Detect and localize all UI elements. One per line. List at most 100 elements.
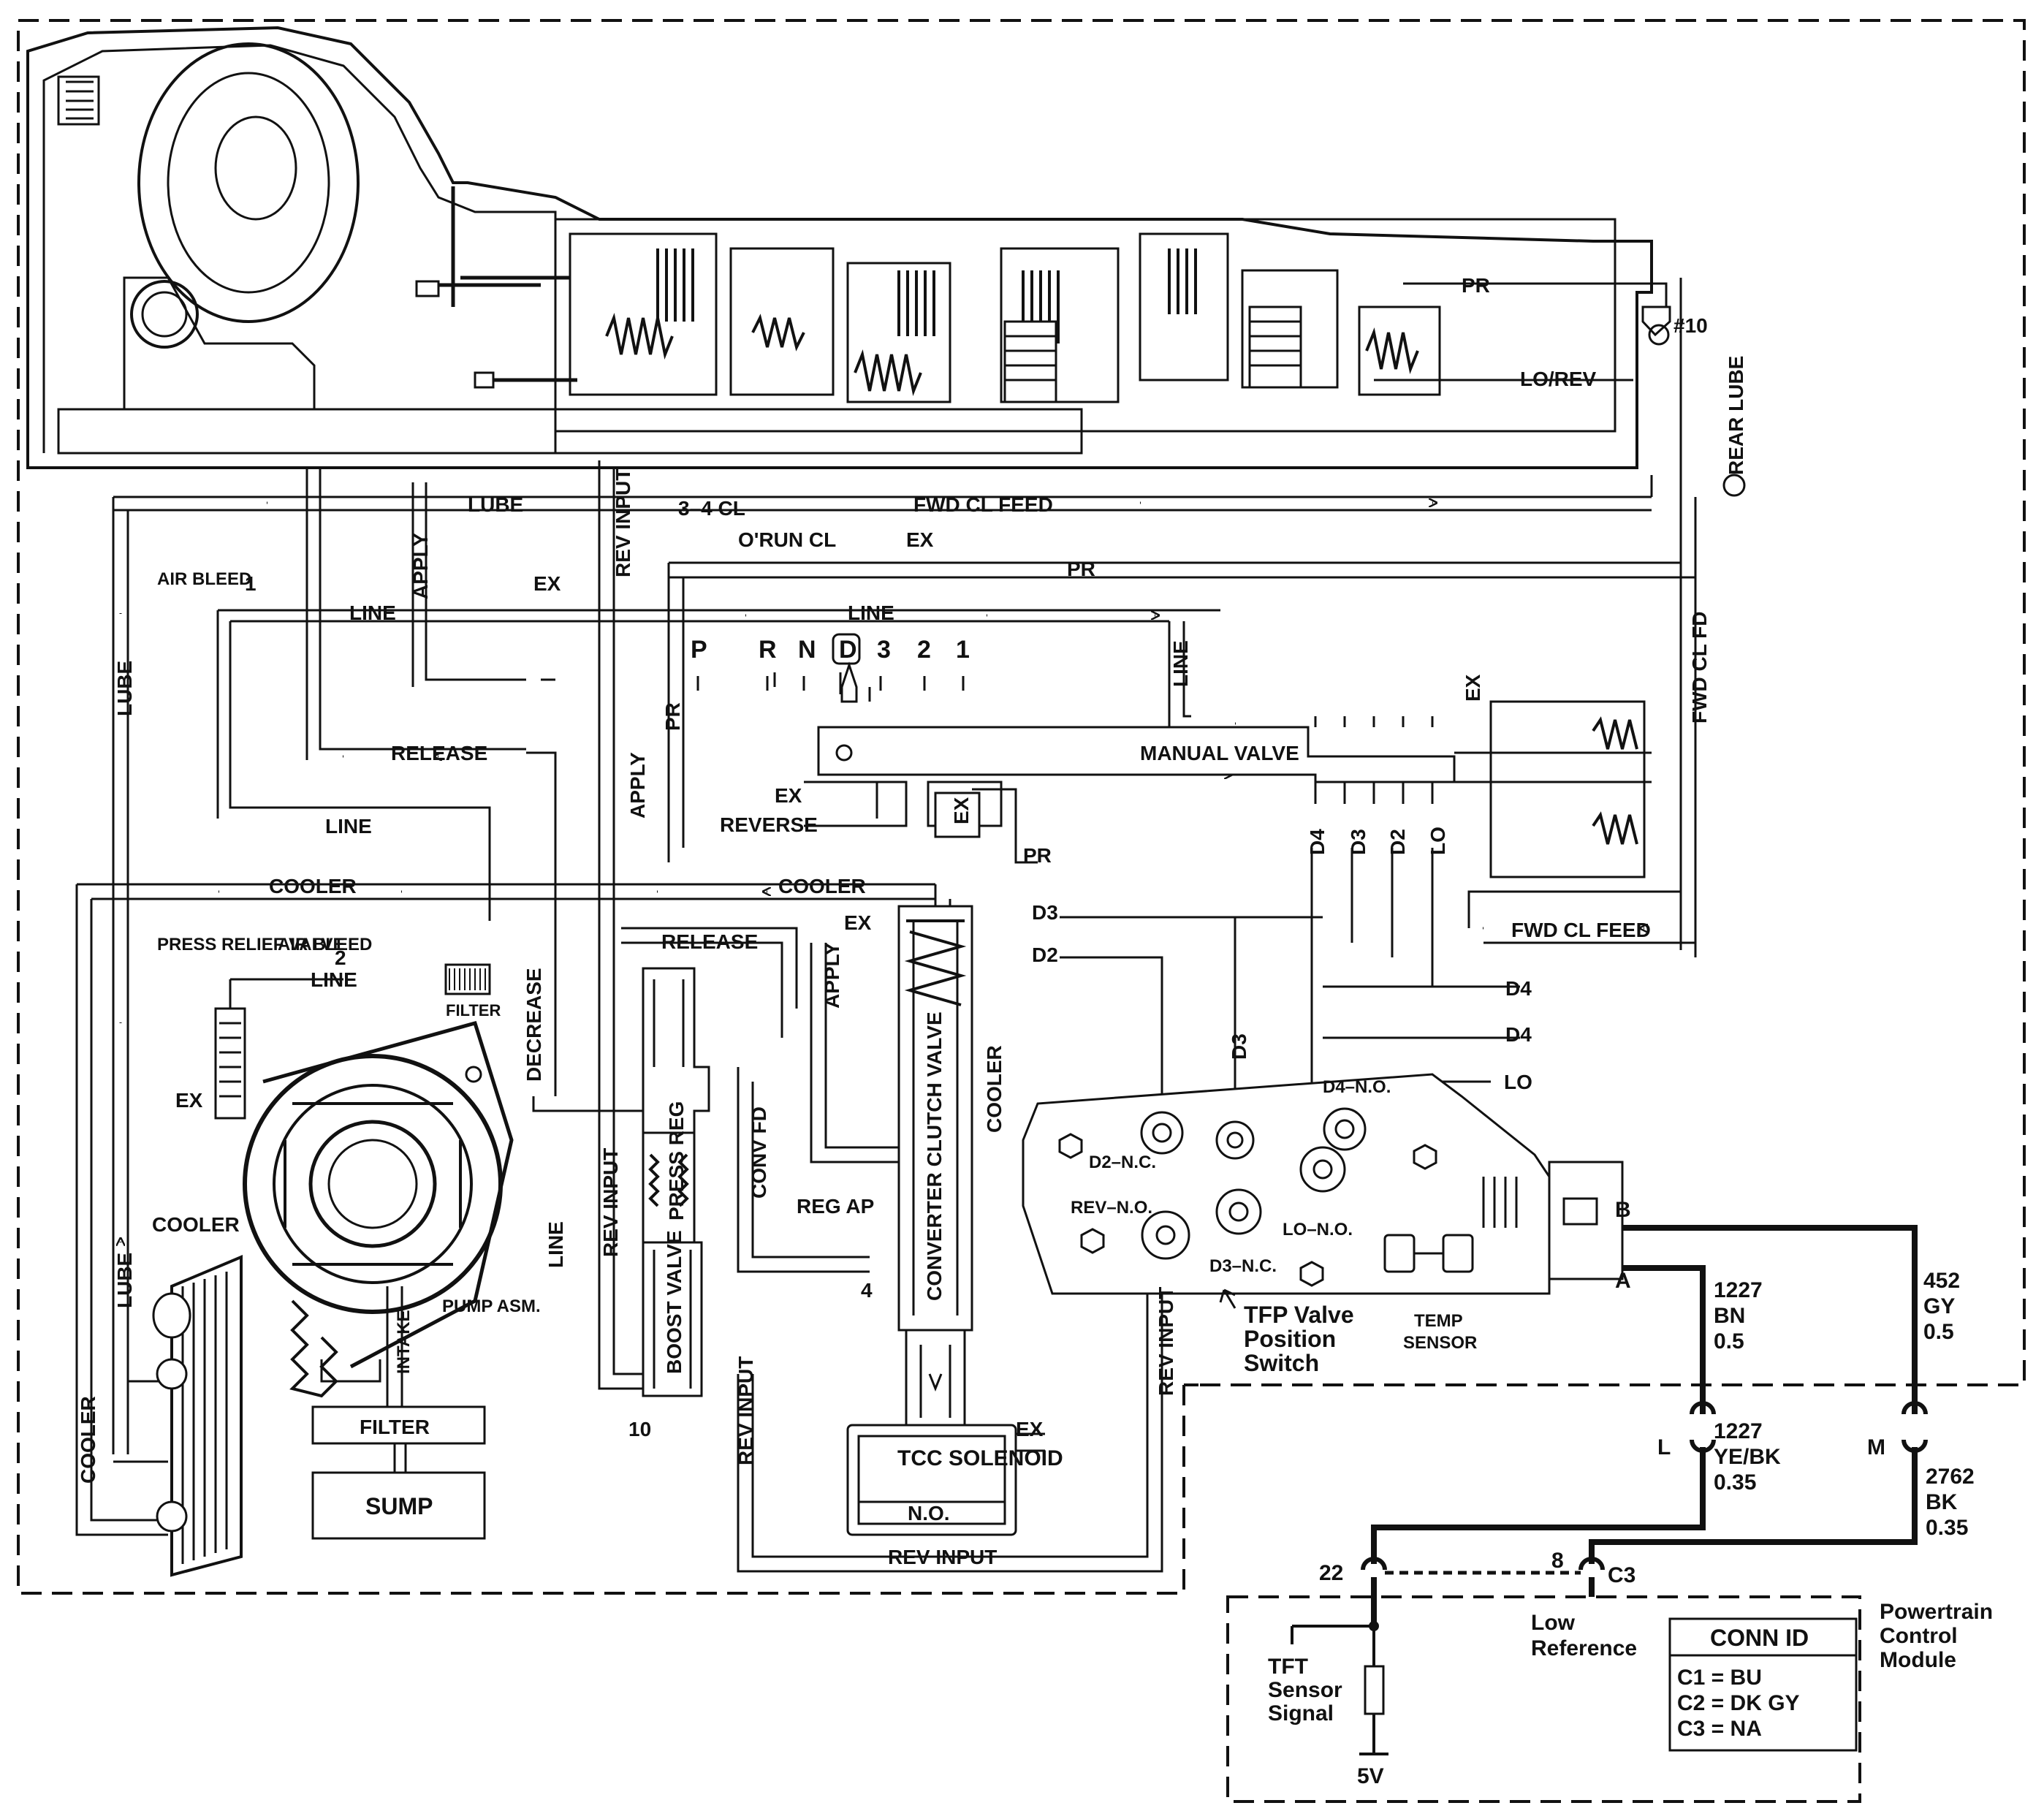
label-pr-bottom: PR bbox=[1023, 844, 1052, 867]
label-d3-switch: D3 bbox=[1228, 1033, 1250, 1060]
wire-2762-bk-1: 2762 bbox=[1926, 1465, 1975, 1489]
gear-r: R bbox=[759, 636, 777, 664]
hydraulic-labels: PR #10 LO/REV REAR LUBE LUBE 3–4 CL FWD … bbox=[77, 274, 1747, 1568]
label-lo-right: LO bbox=[1504, 1071, 1532, 1093]
pin-8-label: 8 bbox=[1551, 1549, 1564, 1573]
label-line-1: LINE bbox=[349, 601, 396, 624]
wiring-harness bbox=[1291, 1225, 1928, 1755]
label-pin-b: B bbox=[1615, 1198, 1631, 1222]
v5-label: 5V bbox=[1357, 1764, 1384, 1788]
switch-labels: D2–N.C. REV–N.O. D3–N.C. LO–N.O. D4–N.O.… bbox=[1071, 1077, 1631, 1376]
wire-1227-bn-2: BN bbox=[1714, 1304, 1745, 1328]
wire-2762-bk-3: 0.35 bbox=[1926, 1516, 1968, 1540]
label-tcc-solenoid: TCC SOLENOID bbox=[897, 1446, 1063, 1470]
planetary-gear-1 bbox=[1003, 320, 1057, 403]
label-ex-orun: EX bbox=[906, 528, 934, 551]
filter-label: FILTER bbox=[360, 1416, 430, 1438]
wire-452-gy-2: GY bbox=[1923, 1294, 1955, 1318]
label-pr-top: PR bbox=[1462, 274, 1490, 297]
label-rev-input-2: REV INPUT bbox=[599, 1148, 622, 1257]
conn-l-label: L bbox=[1657, 1435, 1671, 1459]
label-temp-2: SENSOR bbox=[1403, 1333, 1477, 1353]
conn-m-label: M bbox=[1867, 1435, 1885, 1459]
label-cooler-box: COOLER bbox=[152, 1213, 240, 1236]
label-release-2: RELEASE bbox=[661, 930, 758, 953]
wire-2762-bk-2: BK bbox=[1926, 1490, 1958, 1514]
label-lube-lower: LUBE bbox=[113, 1253, 136, 1308]
hydraulic-circuits bbox=[75, 278, 1697, 1573]
label-lo-no: LO–N.O. bbox=[1283, 1220, 1353, 1239]
label-d2-left: D2 bbox=[1032, 944, 1058, 966]
label-tfp-1: TFP Valve bbox=[1244, 1302, 1354, 1328]
tft-1: TFT bbox=[1268, 1655, 1308, 1679]
label-d4-vert: D4 bbox=[1306, 829, 1329, 855]
callout-10: 10 bbox=[628, 1418, 651, 1440]
label-fwd-cl-feed-2: FWD CL FEED bbox=[1511, 919, 1651, 941]
callout-2: 2 bbox=[335, 946, 346, 969]
label-rev-input-4: REV INPUT bbox=[1155, 1287, 1177, 1396]
transmission-boundary bbox=[17, 19, 2026, 1595]
rear-lube-check-ball bbox=[1722, 474, 1746, 497]
pcm-1: Powertrain bbox=[1880, 1600, 1993, 1624]
label-air-bleed-1: AIR BLEED bbox=[157, 569, 251, 589]
pcm-2: Control bbox=[1880, 1624, 1958, 1648]
c3-label: C3 bbox=[1608, 1563, 1635, 1587]
conn-id-row-2: C2 = DK GY bbox=[1677, 1691, 1800, 1715]
label-rear-lube: REAR LUBE bbox=[1725, 356, 1747, 475]
label-line-vert: LINE bbox=[1169, 640, 1192, 687]
wiring-labels: 1227 BN 0.5 452 GY 0.5 L M 1227 YE/BK 0.… bbox=[1268, 1269, 1993, 1788]
label-ex-cooler: EX bbox=[844, 911, 872, 934]
conn-id-header: CONN ID bbox=[1710, 1625, 1809, 1651]
line-filter bbox=[444, 963, 491, 995]
pcm-boundary bbox=[1226, 1595, 1861, 1803]
label-d4-2: D4 bbox=[1505, 1023, 1532, 1046]
label-apply-2: APPLY bbox=[821, 942, 843, 1009]
gear-pointer bbox=[840, 661, 858, 703]
label-pr-mid: PR bbox=[1067, 558, 1095, 580]
conn-id-table bbox=[1668, 1617, 1858, 1752]
label-temp-1: TEMP bbox=[1414, 1311, 1463, 1331]
label-fwd-cl-fd: FWD CL FD bbox=[1688, 612, 1711, 724]
label-ex-mid: EX bbox=[533, 572, 561, 595]
wire-1227-yebk-2: YE/BK bbox=[1714, 1445, 1781, 1469]
filter-box bbox=[311, 1405, 486, 1445]
gear-1: 1 bbox=[956, 636, 970, 664]
label-conv-fd: CONV FD bbox=[748, 1106, 770, 1199]
label-rev-input-top: REV INPUT bbox=[612, 468, 634, 577]
label-filter-line: FILTER bbox=[446, 1001, 501, 1020]
label-intake: INTAKE bbox=[394, 1310, 414, 1374]
label-line-vert-2: LINE bbox=[544, 1221, 567, 1268]
flow-arrows bbox=[121, 503, 1644, 1242]
junction-dot bbox=[1369, 1621, 1379, 1631]
label-air-bleed-2: AIR BLEED bbox=[278, 935, 372, 954]
label-lube-left: LUBE bbox=[113, 661, 136, 716]
wire-452-gy-1: 452 bbox=[1923, 1269, 1960, 1293]
gear-d-frame bbox=[832, 633, 861, 665]
check-ball-10 bbox=[1648, 324, 1670, 346]
label-d4-no: D4–N.O. bbox=[1323, 1077, 1391, 1097]
label-no: N.O. bbox=[908, 1502, 950, 1525]
wire-1227-yebk-3: 0.35 bbox=[1714, 1470, 1756, 1495]
tfp-switch-plate bbox=[1022, 1073, 1624, 1295]
label-reverse: REVERSE bbox=[720, 813, 818, 836]
label-d4-1: D4 bbox=[1505, 977, 1532, 1000]
label-cooler-vert: COOLER bbox=[983, 1045, 1006, 1133]
wire-1227-yebk-1: 1227 bbox=[1714, 1419, 1763, 1443]
label-pr-vert: PR bbox=[661, 702, 684, 731]
label-rev-input-bottom: REV INPUT bbox=[888, 1546, 997, 1568]
tcc-solenoid bbox=[846, 1424, 1045, 1536]
pullup-resistor bbox=[1364, 1665, 1385, 1715]
gear-2: 2 bbox=[917, 636, 931, 664]
label-converter-clutch: CONVERTER CLUTCH VALVE bbox=[923, 1011, 946, 1301]
conn-id-row-1: C1 = BU bbox=[1677, 1666, 1762, 1690]
planetary-gear-2 bbox=[1248, 305, 1302, 389]
label-line-3: LINE bbox=[325, 815, 372, 838]
label-release-1: RELEASE bbox=[391, 742, 487, 764]
pressure-relief-valve bbox=[214, 978, 343, 1120]
transmission-housing bbox=[26, 26, 1746, 497]
label-10: #10 bbox=[1673, 314, 1708, 337]
low-ref-1: Low bbox=[1531, 1611, 1576, 1635]
callout-4: 4 bbox=[861, 1279, 873, 1302]
label-rev-input-3: REV INPUT bbox=[734, 1356, 757, 1465]
